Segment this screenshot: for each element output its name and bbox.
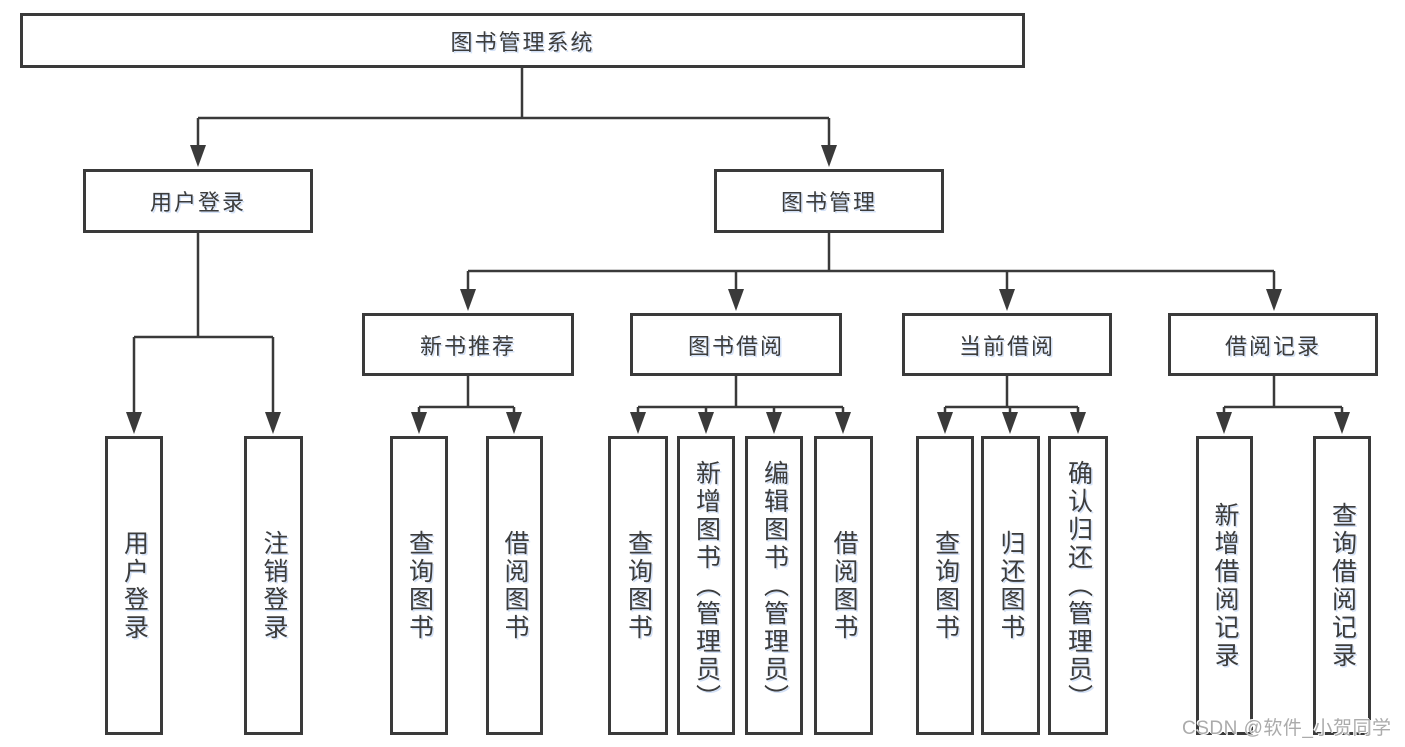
leaf-confirm-return-admin: 确认归还（管理员） [1048,436,1108,735]
leaf-edit-books-admin: 编辑图书（管理员） [745,436,803,735]
node-borrowing-records: 借阅记录 [1168,313,1378,376]
leaf-add-books-admin: 新增图书（管理员） [677,436,735,735]
node-new-book-recommendation: 新书推荐 [362,313,574,376]
leaf-logout: 注销登录 [244,436,303,735]
node-current-borrowing: 当前借阅 [902,313,1112,376]
leaf-query-borrow-record: 查询借阅记录 [1313,436,1371,735]
node-user-login: 用户登录 [83,169,313,233]
leaf-add-borrow-record: 新增借阅记录 [1196,436,1253,735]
leaf-user-login: 用户登录 [105,436,163,735]
leaf-query-books-borrowing: 查询图书 [608,436,668,735]
node-book-borrowing: 图书借阅 [630,313,842,376]
node-book-management: 图书管理 [714,169,944,233]
leaf-borrow-books-borrowing: 借阅图书 [814,436,873,735]
leaf-query-books-current: 查询图书 [916,436,974,735]
leaf-query-books-recommend: 查询图书 [390,436,448,735]
arrowheads [126,145,1350,434]
leaf-borrow-books-recommend: 借阅图书 [486,436,543,735]
leaf-return-books: 归还图书 [981,436,1040,735]
watermark: CSDN @软件_小贺同学 [1182,718,1392,739]
node-library-management-system: 图书管理系统 [20,13,1025,68]
